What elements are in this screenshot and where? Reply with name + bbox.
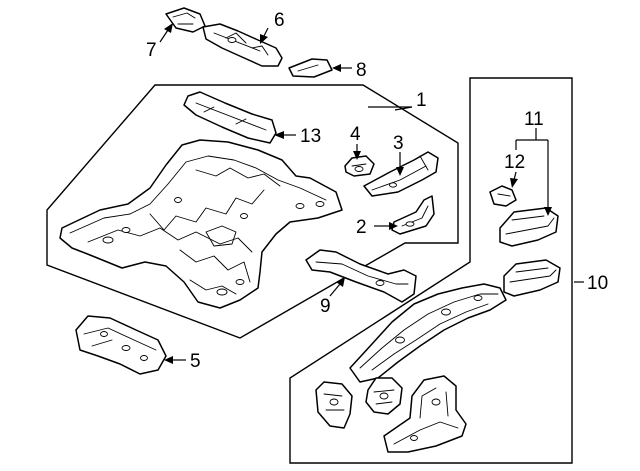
- callout-12: 12: [504, 152, 525, 173]
- callout-10: 10: [587, 273, 608, 294]
- leader-lines: [159, 23, 584, 364]
- callout-labels: 1 2 3 4 5 6 7 8 9 10 11 12 13: [146, 10, 608, 372]
- callout-11: 11: [524, 109, 544, 130]
- callout-7: 7: [146, 40, 157, 61]
- side-rail-group-frame: [289, 77, 573, 464]
- part-2-extension: [391, 195, 435, 235]
- part-11-extension: [499, 207, 559, 247]
- part-8-plate: [288, 58, 333, 78]
- part-10-bracket-left: [315, 381, 353, 429]
- part-5-bracket: [75, 315, 167, 375]
- part-1-floor-pan: [59, 139, 343, 309]
- part-10-bracket-right: [383, 375, 467, 453]
- callout-1: 1: [416, 90, 427, 111]
- part-10-bracket-middle: [365, 377, 403, 415]
- floor-pan-group-frame: [46, 84, 459, 339]
- callout-5: 5: [190, 351, 201, 372]
- callout-8: 8: [356, 60, 367, 81]
- callout-2: 2: [356, 217, 367, 238]
- part-9-side-member: [305, 249, 417, 303]
- part-13-rear-cross-member: [183, 91, 277, 144]
- part-10-frame-rail: [349, 283, 507, 383]
- part-6-cross-member: [202, 23, 283, 67]
- callout-13: 13: [300, 126, 321, 147]
- callout-4: 4: [350, 124, 361, 145]
- callout-6: 6: [274, 10, 285, 31]
- part-3-bracket: [363, 151, 439, 197]
- part-10-extension: [503, 259, 561, 297]
- part-4-bracket: [344, 155, 375, 177]
- part-12-clip: [489, 185, 517, 207]
- callout-9: 9: [320, 296, 331, 317]
- callout-3: 3: [393, 133, 404, 154]
